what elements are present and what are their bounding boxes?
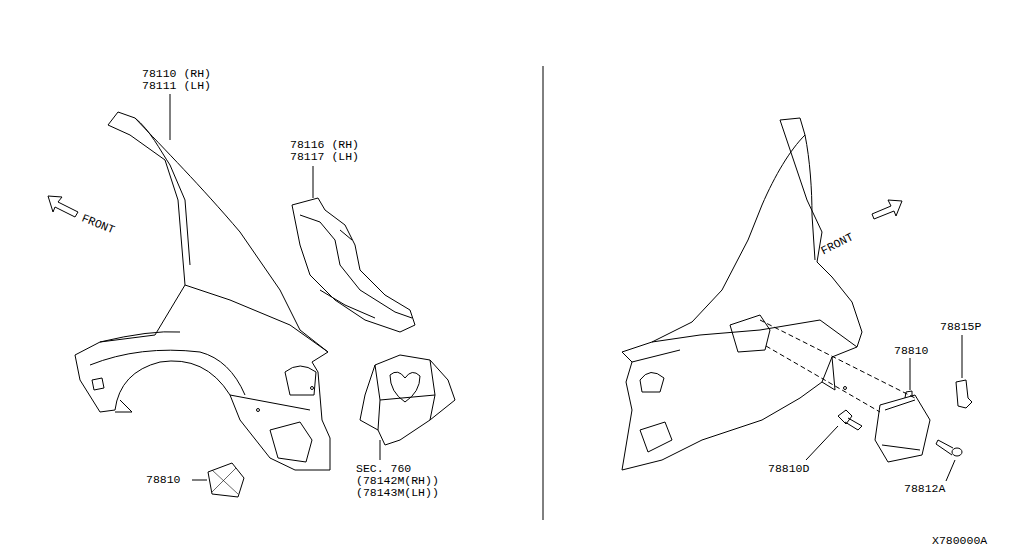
part-number: 78810 (894, 345, 929, 357)
leader-line (380, 440, 381, 460)
divider-line (543, 66, 544, 520)
part-number: (78142M(RH)) (356, 475, 439, 487)
leader-line (170, 94, 171, 140)
fuel-lid (208, 463, 244, 497)
clip (956, 380, 972, 408)
leader-line (192, 480, 207, 481)
part-number: 78810 (146, 474, 181, 486)
dashed-line (760, 320, 915, 398)
leader-line (313, 166, 314, 198)
inner-panel (292, 198, 415, 332)
quarter-panel (622, 118, 862, 470)
bolt (838, 410, 862, 430)
wheelhouse-part (360, 355, 455, 445)
front-arrow (48, 196, 78, 217)
part-number: SEC. 760 (356, 463, 411, 475)
front-arrow (872, 200, 902, 219)
part-number: 78810D (768, 463, 809, 475)
part-number: X780000A (932, 535, 987, 547)
part-number: 78117 (LH) (290, 151, 359, 163)
fuel-lid (875, 391, 930, 462)
dashed-line (766, 346, 880, 412)
direction-label: FRONT (819, 231, 855, 257)
part-number: (78143M(LH)) (356, 487, 439, 499)
part-number: 78116 (RH) (290, 139, 359, 151)
quarter-panel (75, 112, 330, 470)
part-number: 78111 (LH) (142, 80, 211, 92)
part-number: 78110 (RH) (142, 68, 211, 80)
leader-line (910, 358, 911, 390)
part-number: 78812A (904, 483, 945, 495)
part-number: 78815P (940, 321, 981, 333)
leader-line (806, 426, 838, 460)
screw (936, 440, 962, 456)
leader-line (946, 460, 955, 481)
direction-label: FRONT (80, 212, 116, 236)
leader-line (962, 335, 963, 378)
